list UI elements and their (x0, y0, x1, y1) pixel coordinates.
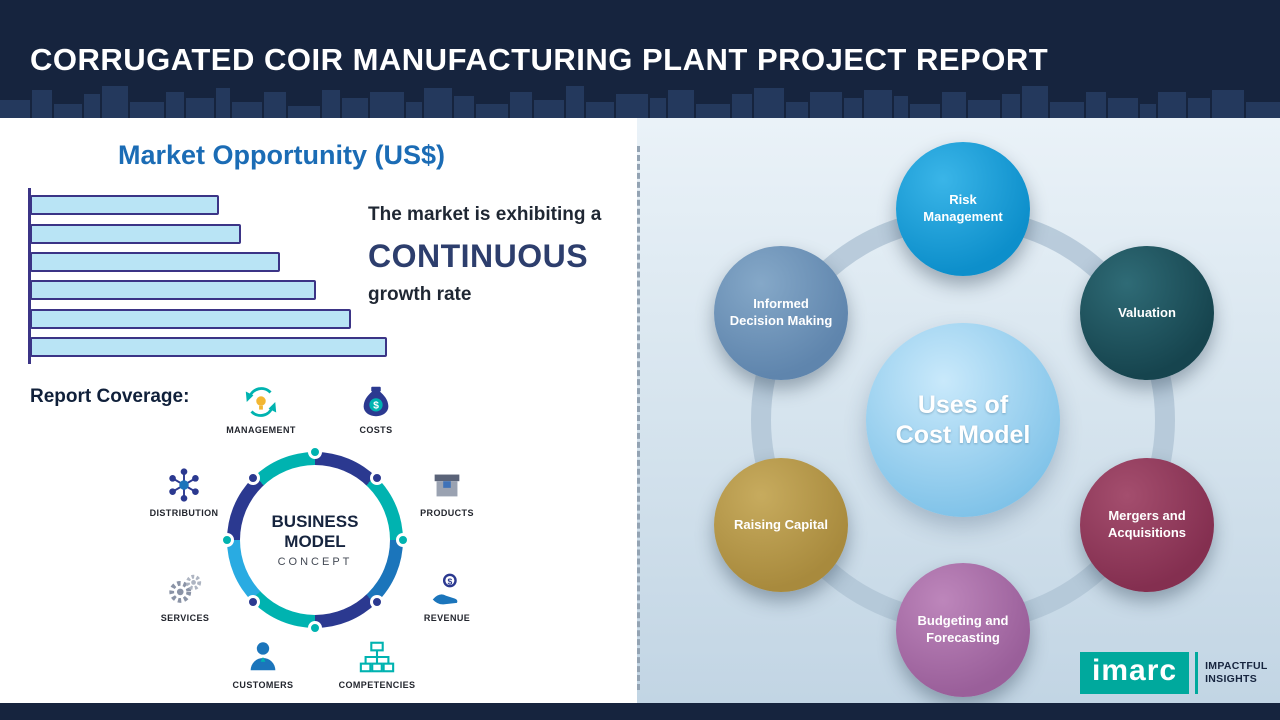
bm-item-label: CUSTOMERS (232, 680, 294, 690)
gears-icon (169, 574, 202, 603)
bm-item-label: COSTS (359, 425, 393, 435)
ring-node-dot (308, 445, 322, 459)
market-bar (30, 309, 351, 329)
bm-item-label: PRODUCTS (420, 508, 474, 518)
recycle-idea-icon (245, 387, 277, 417)
market-bar (30, 280, 316, 300)
chart-axis (28, 188, 31, 364)
node-label: Valuation (1118, 304, 1176, 320)
ring-node-dot (246, 471, 260, 485)
growth-line-3: growth rate (368, 284, 472, 305)
growth-line-2: CONTINUOUS (368, 238, 589, 274)
bm-item-label: COMPETENCIES (338, 680, 416, 690)
node-risk-management: Risk Management (896, 142, 1030, 276)
ring-node-dot (396, 533, 410, 547)
bm-center-line-2: MODEL (284, 532, 346, 551)
node-label: Mergers and Acquisitions (1107, 508, 1186, 540)
bm-item-management: MANAGEMENT (213, 383, 309, 435)
bottom-bar (0, 703, 1280, 720)
node-informed-decision-making: Informed Decision Making (714, 246, 848, 380)
node-label: Raising Capital (734, 516, 828, 532)
header: CORRUGATED COIR MANUFACTURING PLANT PROJ… (0, 0, 1280, 118)
node-budgeting-forecasting: Budgeting and Forecasting (896, 563, 1030, 697)
bm-item-distribution: DISTRIBUTION (136, 466, 232, 518)
bm-item-label: SERVICES (160, 613, 210, 623)
bm-center-line-3: CONCEPT (277, 555, 353, 568)
market-bar (30, 195, 219, 215)
imarc-separator (1195, 652, 1199, 694)
node-valuation: Valuation (1080, 246, 1214, 380)
market-bar (30, 252, 280, 272)
hand-coin-icon: $ (432, 573, 458, 605)
bm-center-line-1: BUSINESS (271, 512, 359, 532)
imarc-tagline-line-2: INSIGHTS (1205, 673, 1258, 685)
page-title: CORRUGATED COIR MANUFACTURING PLANT PROJ… (30, 42, 1049, 77)
bm-item-products: PRODUCTS (399, 466, 495, 518)
imarc-tagline: IMPACTFUL INSIGHTS (1205, 660, 1268, 686)
bm-item-label: MANAGEMENT (226, 425, 296, 435)
report-coverage-label: Report Coverage: (30, 386, 190, 407)
person-icon (250, 642, 276, 671)
money-bag-icon: $ (363, 386, 389, 417)
ring-node-dot (220, 533, 234, 547)
node-label: Informed Decision Making (729, 296, 833, 328)
node-raising-capital: Raising Capital (714, 458, 848, 592)
imarc-tagline-line-1: IMPACTFUL (1205, 659, 1268, 672)
org-chart-icon (359, 641, 395, 673)
bm-item-competencies: COMPETENCIES (329, 638, 425, 690)
market-opportunity-title: Market Opportunity (US$) (118, 140, 446, 170)
node-mergers-acquisitions: Mergers and Acquisitions (1080, 458, 1214, 592)
cost-model-center: Uses of Cost Model (866, 323, 1060, 517)
ring-node-dot (246, 595, 260, 609)
market-bar (30, 337, 387, 357)
bm-item-label: REVENUE (423, 613, 471, 623)
bm-item-costs: $ COSTS (328, 383, 424, 435)
center-line-2: Cost Model (895, 421, 1031, 449)
ring-node-dot (308, 621, 322, 635)
ring-node-dot (370, 471, 384, 485)
bm-item-label: DISTRIBUTION (149, 508, 219, 518)
city-skyline-icon (0, 86, 1280, 118)
imarc-logo: imarc IMPACTFUL INSIGHTS (1080, 652, 1268, 694)
growth-line-1: The market is exhibiting a (368, 204, 602, 225)
imarc-wordmark: imarc (1080, 652, 1190, 694)
network-icon (169, 468, 199, 502)
product-box-icon (434, 474, 460, 497)
svg-text:$: $ (447, 576, 452, 586)
market-bar (30, 224, 241, 244)
vertical-divider (637, 146, 640, 690)
node-label: Risk Management (923, 192, 1003, 224)
node-label: Budgeting and Forecasting (917, 613, 1009, 645)
ring-node-dot (370, 595, 384, 609)
center-line-1: Uses of (917, 391, 1009, 419)
bm-item-services: SERVICES (137, 571, 233, 623)
bm-item-revenue: $ REVENUE (399, 571, 495, 623)
bm-item-customers: CUSTOMERS (215, 638, 311, 690)
business-model-center: BUSINESS MODEL CONCEPT (240, 465, 390, 615)
svg-text:$: $ (373, 401, 379, 412)
